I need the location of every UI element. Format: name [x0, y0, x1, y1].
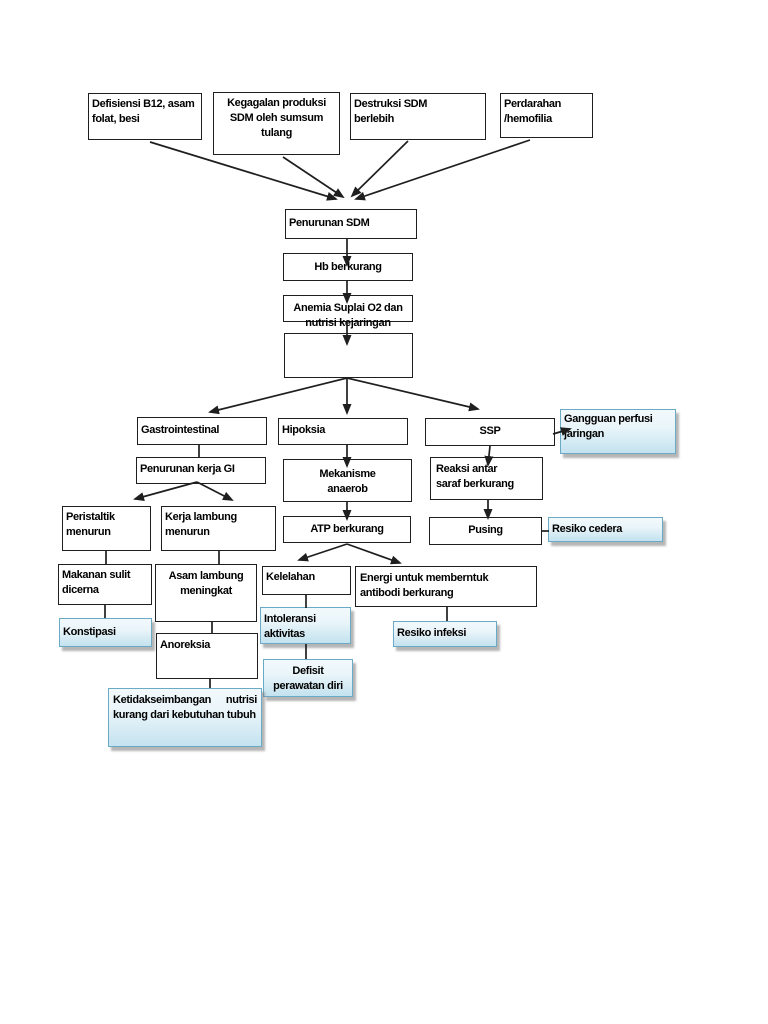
node-energi-antibodi-berkurang: Energi untuk memberntuk antibodi berkura… [355, 566, 537, 607]
node-kerja-lambung-menurun: Kerja lambung menurun [161, 506, 276, 551]
arrow-destruksi-to-penurunan-sdm [350, 140, 409, 198]
arrow-atp-to-energi [346, 543, 402, 565]
node-hipoksia: Hipoksia [278, 418, 408, 445]
arrow-kosong-to-ssp [346, 377, 480, 412]
arrow-penurunan-gi-to-kerja-lambung [196, 481, 234, 501]
node-gangguan-perfusi-jaringan: Gangguan perfusi jaringan [560, 409, 676, 454]
node-gastrointestinal: Gastrointestinal [137, 417, 267, 445]
node-kegagalan-produksi-sdm: Kegagalan produksi SDM oleh sumsum tulan… [213, 92, 340, 155]
node-reaksi-antar-saraf: Reaksi antar saraf berkurang [430, 457, 543, 500]
node-pusing: Pusing [429, 517, 542, 545]
node-intoleransi-aktivitas: Intoleransi aktivitas [260, 607, 351, 644]
node-peristaltik-menurun: Peristaltik menurun [62, 506, 151, 551]
node-penurunan-sdm: Penurunan SDM [285, 209, 417, 239]
node-penurunan-kerja-gi: Penurunan kerja GI [136, 457, 266, 484]
node-anoreksia: Anoreksia [156, 633, 258, 679]
node-hb-berkurang: Hb berkurang [283, 253, 413, 281]
node-kosong [284, 333, 413, 378]
node-mekanisme-anaerob: Mekanisme anaerob [283, 459, 412, 502]
node-atp-berkurang: ATP berkurang [283, 516, 411, 543]
node-konstipasi: Konstipasi [59, 618, 152, 647]
node-makanan-sulit-dicerna: Makanan sulit dicerna [58, 564, 152, 605]
arrow-perdarahan-to-penurunan-sdm [354, 139, 531, 201]
node-asam-lambung-meningkat: Asam lambung meningkat [155, 564, 257, 622]
node-destruksi-sdm: Destruksi SDM berlebih [350, 93, 486, 140]
node-resiko-infeksi: Resiko infeksi [393, 621, 497, 647]
node-perdarahan-hemofilia: Perdarahan /hemofilia [500, 93, 593, 138]
node-defisit-perawatan-diri: Defisit perawatan diri [263, 659, 353, 697]
node-ketidakseimbangan-nutrisi: Ketidakseimbangan nutrisi kurang dari ke… [108, 688, 262, 747]
arrow-atp-to-kelelahan [297, 543, 348, 562]
node-ssp: SSP [425, 418, 555, 446]
arrow-penurunan-gi-to-peristaltik [133, 481, 198, 501]
node-resiko-cedera: Resiko cedera [548, 517, 663, 542]
node-anemia-suplai-o2: Anemia Suplai O2 dan nutrisi kejaringan [283, 295, 413, 329]
node-defisiensi-b12: Defisiensi B12, asam folat, besi [88, 93, 202, 140]
arrow-kegagalan-to-penurunan-sdm [282, 156, 345, 199]
node-kelelahan: Kelelahan [262, 566, 351, 595]
arrow-kosong-to-gastrointestinal [208, 377, 348, 415]
